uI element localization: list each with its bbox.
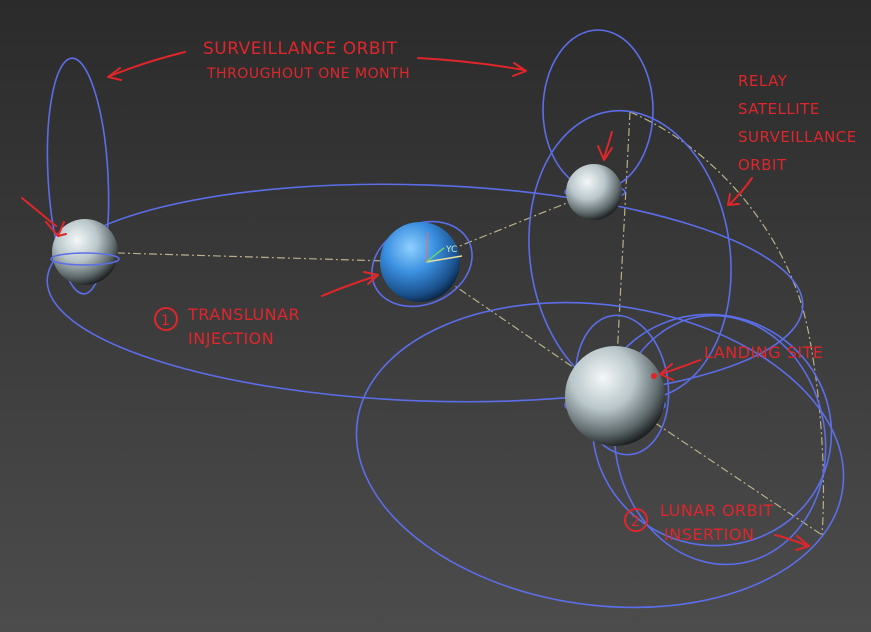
orbit-left-surveillance (46, 57, 110, 295)
link-earth-moon-top (419, 191, 595, 263)
arrow-left-orbit (109, 51, 186, 77)
landing-site-marker (651, 373, 657, 379)
surveillance-label-line1: SURVEILLANCE ORBIT (203, 39, 398, 59)
orbit-moon-bottom-a (355, 301, 845, 609)
arrow-top-moon (603, 131, 613, 159)
arrow-landing (661, 359, 701, 375)
landing-site-label: LANDING SITE (704, 343, 823, 362)
moon-top (566, 164, 622, 220)
earth (380, 222, 460, 302)
relay-label-line2: SATELLITE (738, 100, 820, 118)
annotation-marks (21, 51, 810, 551)
arrow-loi (774, 534, 809, 547)
relay-label-line4: ORBIT (738, 156, 787, 174)
link-moon-left-earth (84, 251, 421, 263)
loi-label-line1: LUNAR ORBIT (660, 501, 774, 520)
axis-triad: YC (425, 231, 463, 263)
orbit-moon-bottom-b (613, 314, 827, 566)
moon-left (52, 219, 118, 285)
orbit-transfer-large (46, 183, 804, 403)
surveillance-label-line2: THROUGHOUT ONE MONTH (206, 66, 410, 82)
arrow-tli (321, 275, 377, 297)
tli-number: 1 (161, 313, 170, 329)
arrow-relay (729, 177, 753, 205)
relay-label-line1: RELAY (738, 72, 788, 90)
tli-label-line1: TRANSLUNAR (187, 305, 300, 324)
moon-left-equator (50, 252, 120, 266)
relay-label-line3: SURVEILLANCE (738, 128, 857, 146)
bodies: YC (50, 164, 665, 446)
tli-number-circle (154, 307, 178, 331)
loi-number-circle (624, 508, 648, 532)
loi-number: 2 (631, 514, 640, 530)
link-moon-bottom-right (614, 395, 823, 536)
loi-label-line2: INSERTION (664, 525, 754, 544)
tli-label-line2: INJECTION (188, 329, 274, 348)
axis-label: YC (445, 245, 457, 255)
moon-bottom (565, 346, 665, 446)
annotation-text: SURVEILLANCE ORBIT THROUGHOUT ONE MONTH … (161, 39, 857, 544)
arrow-left-moon (21, 197, 57, 227)
arrow-top-orbit (417, 57, 525, 71)
